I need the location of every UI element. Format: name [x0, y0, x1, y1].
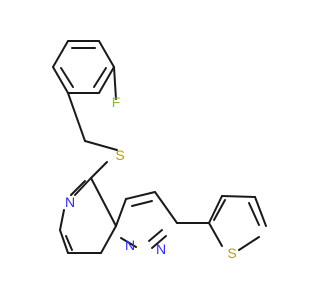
bond	[208, 222, 223, 247]
atom-label-sulfur-thioether: S	[115, 147, 124, 163]
bond	[115, 198, 127, 227]
double-bond	[60, 67, 74, 88]
molecule-structure: F S N N N S	[52, 40, 267, 261]
bond	[254, 196, 267, 227]
bond	[208, 195, 223, 224]
double-bond	[213, 199, 226, 221]
atom-label-nitrogen-pyrazine: N	[65, 194, 75, 210]
bond	[120, 237, 137, 248]
bond	[221, 195, 256, 198]
double-bond	[148, 229, 163, 242]
double-bond	[93, 67, 107, 88]
benzene-ring	[52, 40, 115, 94]
pyrazole-ring	[115, 191, 178, 249]
bond	[52, 66, 69, 94]
double-bond	[70, 180, 86, 196]
bond	[100, 225, 117, 254]
bond	[154, 191, 178, 224]
bond	[90, 177, 117, 227]
bond	[67, 92, 86, 142]
bond	[59, 229, 69, 254]
bond	[52, 40, 69, 68]
atom-label-sulfur-thiophene: S	[227, 245, 236, 261]
double-bond	[65, 235, 73, 251]
bond	[84, 140, 118, 151]
double-bond	[74, 177, 92, 196]
bond	[238, 236, 260, 251]
thiophene-ring	[208, 195, 267, 251]
atom-label-nitrogen-bridgehead: N	[125, 237, 135, 253]
bond	[113, 66, 117, 100]
atom-label-nitrogen-pyrazole: N	[156, 241, 166, 257]
bond	[125, 191, 156, 200]
bond	[90, 161, 108, 179]
bond	[98, 40, 115, 68]
atom-label-fluorine: F	[112, 94, 121, 110]
double-bond	[131, 200, 153, 207]
pyrazine-ring	[59, 177, 117, 254]
bond	[98, 66, 115, 94]
bond	[59, 209, 65, 231]
double-bond	[248, 202, 260, 226]
double-bond	[151, 235, 167, 249]
